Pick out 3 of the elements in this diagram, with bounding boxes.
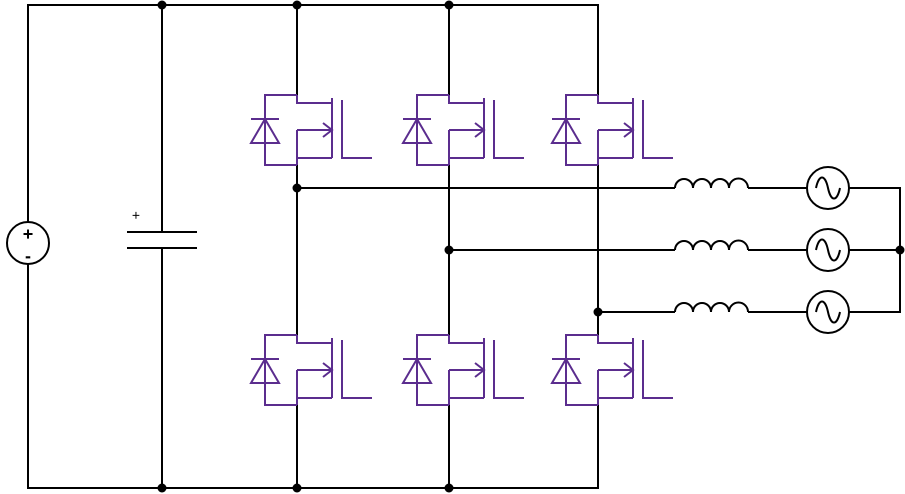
polarity-sign: - (25, 247, 31, 265)
polarity-sign: + (132, 208, 140, 222)
polarity-sign: + (22, 225, 34, 243)
